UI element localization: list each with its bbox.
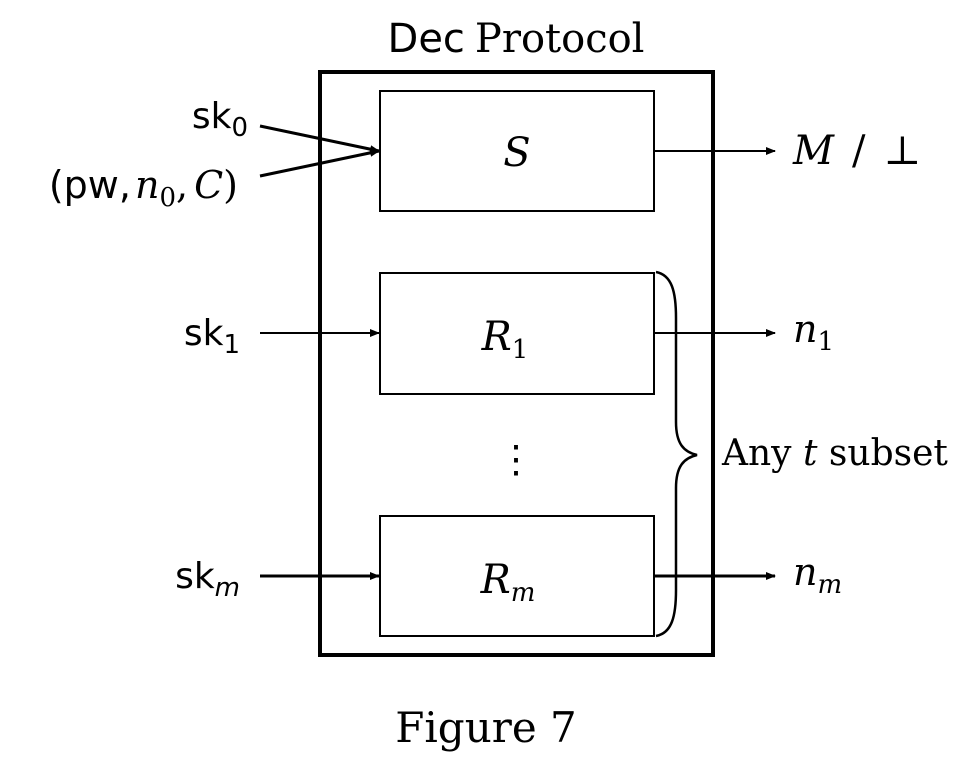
input-skm: skm xyxy=(175,556,240,603)
receiver-1-box xyxy=(380,273,654,394)
receiver-m-box xyxy=(380,516,654,636)
subset-brace xyxy=(656,272,697,636)
input-pw-tuple: (pw,n0,C) xyxy=(49,163,238,213)
ellipsis-dots: ⋮ xyxy=(497,437,535,481)
output-n1: n1 xyxy=(793,307,834,357)
output-sender: M/⊥ xyxy=(792,128,921,174)
output-nm: nm xyxy=(793,550,842,600)
input-sk0: sk0 xyxy=(192,96,248,143)
brace-label: Any t subset xyxy=(721,433,948,474)
input-sk1: sk1 xyxy=(184,313,240,360)
receiver-1-label: R1 xyxy=(481,314,529,365)
diagram-title: Dec Protocol xyxy=(388,16,645,62)
figure-caption: Figure 7 xyxy=(395,703,577,752)
receiver-m-label: Rm xyxy=(480,557,536,608)
sender-label: S xyxy=(503,130,530,176)
